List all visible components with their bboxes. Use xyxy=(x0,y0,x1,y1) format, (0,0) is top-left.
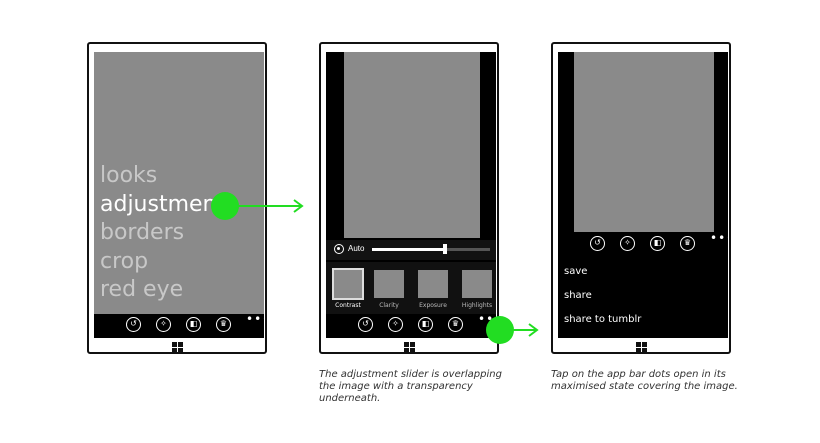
menu-item-share[interactable]: share xyxy=(564,290,592,301)
slider-overlay: Auto xyxy=(326,240,496,260)
menu-item-looks[interactable]: looks xyxy=(100,163,158,188)
phone-screen-1: looks adjustments borders crop red eye ↺… xyxy=(94,52,264,338)
windows-logo-icon xyxy=(172,342,184,354)
arrow-icon xyxy=(512,323,539,337)
menu-item-share-to-tumblr[interactable]: share to tumblr xyxy=(564,314,642,325)
compare-icon[interactable]: ◧ xyxy=(186,317,201,332)
adjustment-slider[interactable] xyxy=(372,244,490,254)
arrow-icon xyxy=(237,199,304,213)
caption-phone-3: Tap on the app bar dots open in its maxi… xyxy=(551,369,738,392)
compare-icon[interactable]: ◧ xyxy=(650,236,665,251)
menu-item-borders[interactable]: borders xyxy=(100,220,185,245)
undo-icon[interactable]: ↺ xyxy=(590,236,605,251)
undo-icon[interactable]: ↺ xyxy=(358,317,373,332)
filter-thumb-highlights[interactable] xyxy=(462,270,492,298)
crown-icon[interactable]: ♛ xyxy=(448,317,463,332)
caption-phone-2: The adjustment slider is overlapping the… xyxy=(319,369,502,404)
app-bar: ↺ ✧ ◧ ♛ ••• xyxy=(326,312,496,338)
slider-fill xyxy=(372,248,446,251)
menu-item-crop[interactable]: crop xyxy=(100,249,149,274)
filter-label-clarity: Clarity xyxy=(379,302,399,309)
radio-icon[interactable] xyxy=(334,244,344,254)
phone-mockup-2: Auto Contrast Clarity Exposure Highlight… xyxy=(319,42,499,354)
windows-logo-icon xyxy=(404,342,416,354)
crown-icon[interactable]: ♛ xyxy=(216,317,231,332)
phone-mockup-3: ↺ ✧ ◧ ♛ ••• save share share to tumblr xyxy=(551,42,731,354)
filter-label-highlights: Highlights xyxy=(461,302,493,309)
filter-label-exposure: Exposure xyxy=(419,302,447,309)
menu-item-red-eye[interactable]: red eye xyxy=(100,277,184,302)
crown-icon[interactable]: ♛ xyxy=(680,236,695,251)
phone-screen-3: ↺ ✧ ◧ ♛ ••• save share share to tumblr xyxy=(558,52,728,338)
image-placeholder xyxy=(574,52,714,232)
menu-item-save[interactable]: save xyxy=(564,266,588,277)
compare-icon[interactable]: ◧ xyxy=(418,317,433,332)
wand-icon[interactable]: ✧ xyxy=(388,317,403,332)
auto-label: Auto xyxy=(348,244,365,253)
app-bar-expanded: ↺ ✧ ◧ ♛ ••• xyxy=(558,231,728,257)
filter-thumb-clarity[interactable] xyxy=(374,270,404,298)
filter-thumb-contrast[interactable] xyxy=(332,268,364,300)
app-bar: ↺ ✧ ◧ ♛ ••• xyxy=(94,312,264,338)
wand-icon[interactable]: ✧ xyxy=(156,317,171,332)
more-dots-icon[interactable]: ••• xyxy=(710,231,728,245)
highlight-dot xyxy=(486,316,514,344)
undo-icon[interactable]: ↺ xyxy=(126,317,141,332)
filter-thumb-exposure[interactable] xyxy=(418,270,448,298)
image-placeholder xyxy=(344,52,480,238)
phone-screen-2: Auto Contrast Clarity Exposure Highlight… xyxy=(326,52,496,338)
wand-icon[interactable]: ✧ xyxy=(620,236,635,251)
windows-logo-icon xyxy=(636,342,648,354)
more-dots-icon[interactable]: ••• xyxy=(246,312,264,326)
slider-thumb[interactable] xyxy=(443,244,448,254)
filter-label-contrast: Contrast xyxy=(335,302,361,309)
filter-strip: Contrast Clarity Exposure Highlights xyxy=(326,262,496,314)
highlight-dot xyxy=(211,192,239,220)
